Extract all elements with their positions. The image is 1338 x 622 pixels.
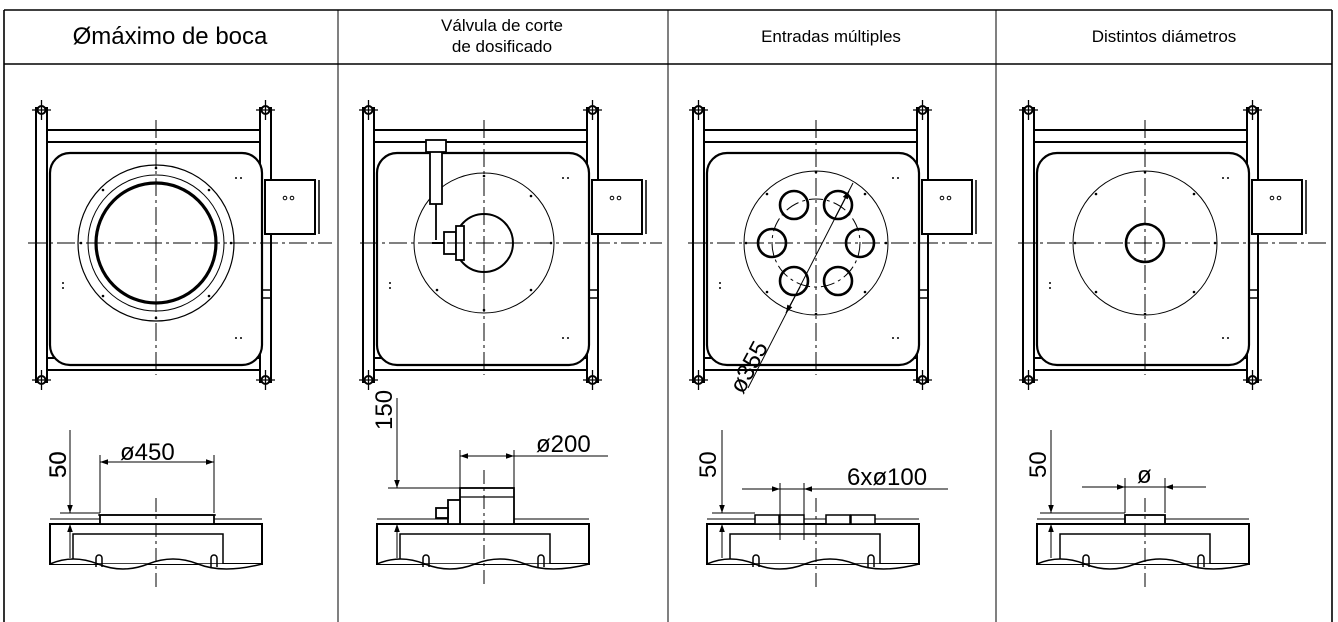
table-grid: [3, 9, 1333, 622]
header-multiple-inlets: Entradas múltiples: [761, 26, 901, 46]
col2-height-dim: 150: [371, 390, 398, 430]
col1-diameter-dim: ø450: [120, 439, 175, 466]
col4-height-dim: 50: [1025, 451, 1052, 478]
header-dosing-cutoff-valve: Válvula de corte de dosificado: [441, 16, 563, 56]
col1-height-dim: 50: [45, 451, 72, 478]
header-max-mouth-diameter: Ømáximo de boca: [72, 22, 268, 50]
col2-diameter-dim: ø200: [536, 431, 591, 458]
col3-top-view: [685, 98, 992, 392]
col4-top-view: [1015, 98, 1326, 392]
col4-side-view: [1036, 430, 1250, 588]
col1-side-view: [49, 430, 263, 588]
col1-top-view: [28, 98, 332, 392]
col3-side-view: [706, 430, 948, 588]
col2-top-view: [355, 98, 662, 392]
col4-diameter-dim: ø: [1137, 462, 1152, 489]
col2-side-view: [376, 398, 608, 588]
header-different-diameters: Distintos diámetros: [1091, 26, 1237, 46]
col3-inlets-dim: 6xø100: [847, 464, 927, 491]
col3-height-dim: 50: [695, 451, 722, 478]
